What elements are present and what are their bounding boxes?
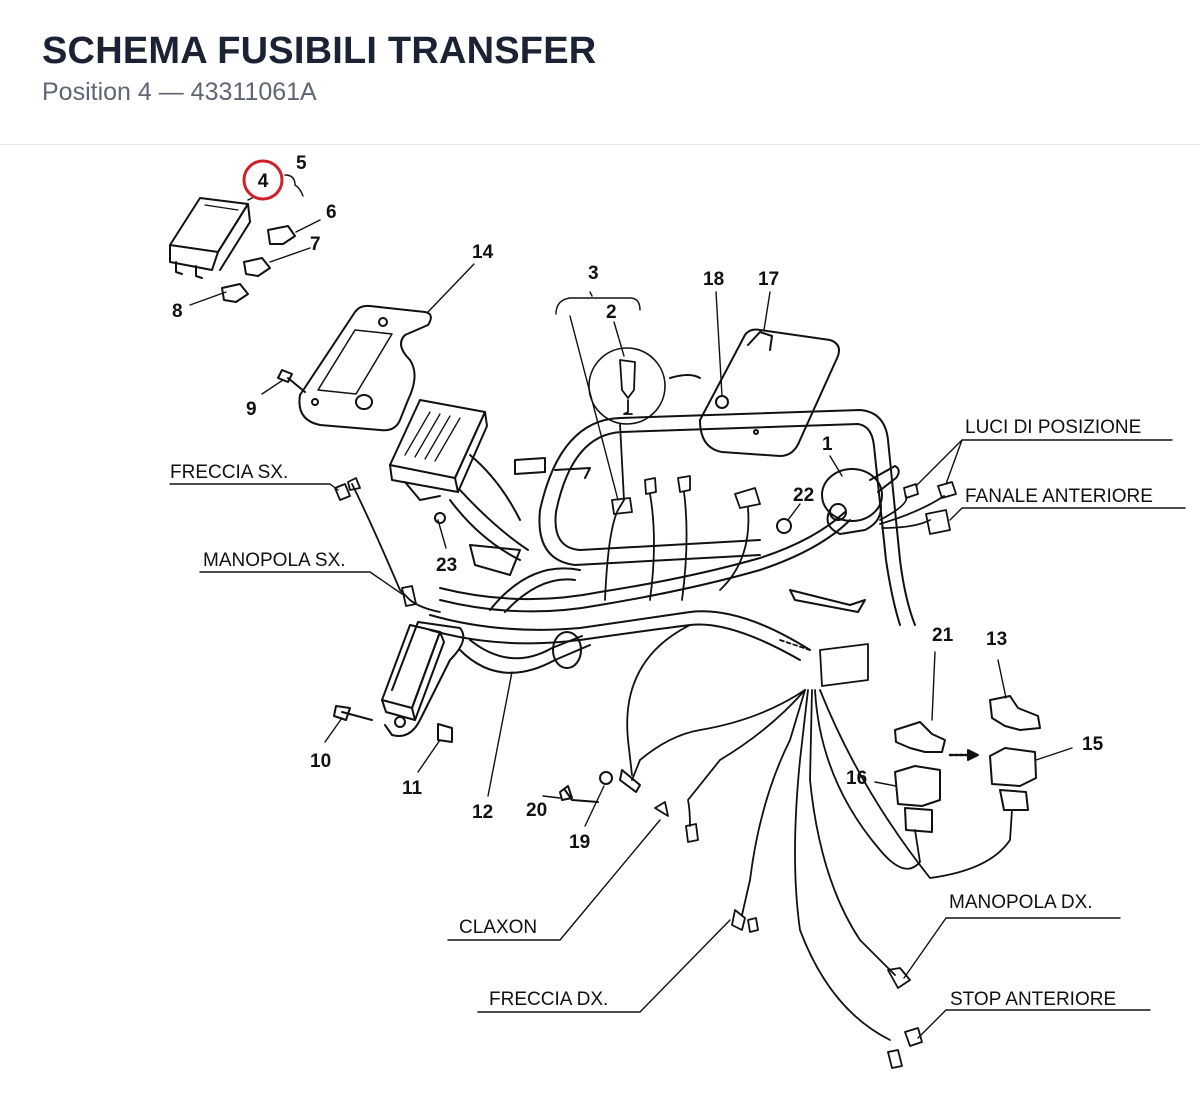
instrument-bracket-part xyxy=(298,304,432,432)
part-number-12: 12 xyxy=(472,802,493,823)
part-number-23: 23 xyxy=(436,555,457,576)
page-header: SCHEMA FUSIBILI TRANSFER Position 4 — 43… xyxy=(0,0,1200,145)
label-luci-di-posizione: LUCI DI POSIZIONE xyxy=(965,417,1141,438)
part-number-13: 13 xyxy=(986,629,1007,650)
part-number-3: 3 xyxy=(588,263,599,284)
left-relay-part xyxy=(333,621,465,743)
label-manopola-sx: MANOPOLA SX. xyxy=(203,550,346,571)
part-number-11: 11 xyxy=(402,778,423,799)
label-freccia-sx: FRECCIA SX. xyxy=(170,462,288,483)
handlebar-frame xyxy=(514,374,916,626)
fuse-block-part xyxy=(389,399,488,501)
page-title: SCHEMA FUSIBILI TRANSFER xyxy=(42,30,597,72)
harness-bundle xyxy=(429,454,851,674)
dashboard-cover-part xyxy=(699,328,840,457)
part-number-1: 1 xyxy=(822,434,833,455)
part-number-2: 2 xyxy=(606,302,617,323)
part-number-21: 21 xyxy=(932,625,954,646)
part-number-7: 7 xyxy=(310,234,321,255)
relays-part xyxy=(894,695,1041,833)
part-number-19: 19 xyxy=(569,832,590,853)
part-number-6: 6 xyxy=(326,202,337,223)
part-number-9: 9 xyxy=(246,399,257,420)
label-freccia-dx: FRECCIA DX. xyxy=(489,989,608,1010)
part-number-10: 10 xyxy=(310,751,331,772)
right-switch-part xyxy=(821,465,900,535)
page-subtitle: Position 4 — 43311061A xyxy=(42,78,317,106)
label-manopola-dx: MANOPOLA DX. xyxy=(949,892,1093,913)
fuse-box-part xyxy=(169,197,296,303)
bolts-washers xyxy=(277,369,866,803)
part-number-17: 17 xyxy=(758,269,779,290)
wires xyxy=(334,347,1013,1069)
part-number-16: 16 xyxy=(846,768,867,789)
part-number-4[interactable]: 4 xyxy=(258,171,269,192)
part-number-18: 18 xyxy=(703,269,724,290)
part-number-8: 8 xyxy=(172,301,183,322)
leader-lines xyxy=(169,174,1186,1039)
label-claxon: CLAXON xyxy=(459,917,537,938)
part-number-15: 15 xyxy=(1082,734,1104,755)
part-number-20: 20 xyxy=(526,800,547,821)
highlight-circle[interactable] xyxy=(242,159,284,201)
part-number-22: 22 xyxy=(793,485,814,506)
part-number-14: 14 xyxy=(472,242,494,263)
label-stop-anteriore: STOP ANTERIORE xyxy=(950,989,1116,1010)
label-fanale-anteriore: FANALE ANTERIORE xyxy=(965,486,1153,507)
part-number-5: 5 xyxy=(296,153,307,174)
